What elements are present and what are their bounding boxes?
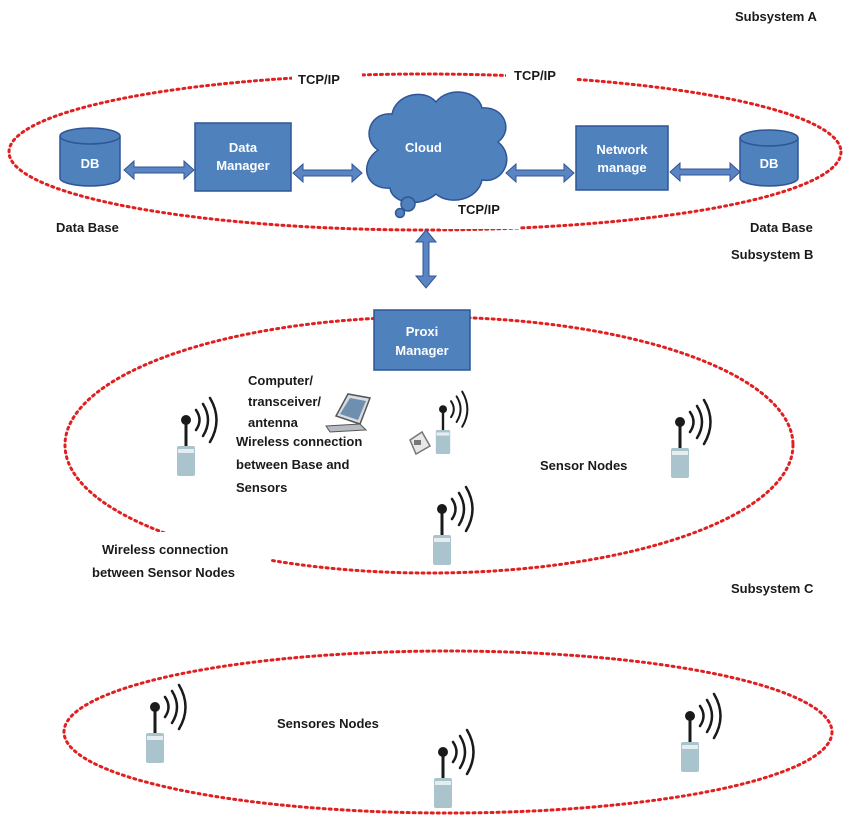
cloud-network-manager-arrow	[505, 162, 575, 184]
tcpip-label-cloud: TCP/IP	[458, 202, 500, 217]
left-db-label: DB	[81, 156, 100, 171]
network-manager-line1: Network	[596, 142, 648, 157]
sensor-node-icon	[431, 485, 474, 567]
sensor-node-icon	[679, 692, 722, 774]
data-manager-line1: Data	[229, 140, 258, 155]
network-manager-db-arrow	[669, 161, 741, 183]
right-database-icon: DB	[739, 129, 799, 187]
base-wireless-label: Wireless connection between Base and Sen…	[236, 434, 362, 495]
subsystem-c-boundary	[62, 649, 834, 815]
tcpip-label-right: TCP/IP	[514, 68, 556, 83]
cloud-label: Cloud	[405, 140, 442, 155]
subsystem-a-label: Subsystem A	[735, 9, 817, 24]
svg-text:Wireless connection: Wireless connection	[236, 434, 362, 449]
tcpip-label-left: TCP/IP	[298, 72, 340, 87]
computer-transceiver-icon	[325, 393, 372, 433]
subsystem-c-label: Subsystem C	[731, 581, 814, 596]
data-manager-block: Data Manager	[194, 122, 292, 192]
right-database-caption: Data Base	[750, 220, 813, 235]
subsystem-b-label: Subsystem B	[731, 247, 813, 262]
right-db-label: DB	[760, 156, 779, 171]
svg-text:transceiver/: transceiver/	[248, 394, 321, 409]
svg-text:Computer/: Computer/	[248, 373, 313, 388]
sensor-node-icon	[175, 396, 218, 478]
sensor-node-icon	[432, 728, 475, 810]
sensor-node-icon	[434, 390, 469, 456]
network-manager-block: Network manage	[575, 125, 669, 191]
sensor-node-icon	[144, 683, 187, 765]
antenna-icon	[409, 430, 432, 456]
cloud-proxi-manager-arrow	[414, 229, 438, 289]
svg-text:between Base and: between Base and	[236, 457, 349, 472]
db-data-manager-arrow	[123, 159, 195, 181]
subsystem-a-boundary	[7, 72, 843, 232]
svg-text:between Sensor Nodes: between Sensor Nodes	[92, 565, 235, 580]
network-manager-line2: manage	[597, 160, 646, 175]
sensor-node-icon	[669, 398, 712, 480]
data-manager-cloud-arrow	[292, 162, 363, 184]
svg-text:Sensors: Sensors	[236, 480, 287, 495]
sensor-nodes-label: Sensor Nodes	[540, 458, 627, 473]
left-database-icon: DB	[59, 127, 121, 187]
node-wireless-label: Wireless connection between Sensor Nodes	[92, 542, 235, 580]
cloud-icon: Cloud	[366, 91, 508, 219]
computer-label: Computer/ transceiver/ antenna	[248, 373, 321, 430]
svg-text:antenna: antenna	[248, 415, 299, 430]
left-database-caption: Data Base	[56, 220, 119, 235]
data-manager-line2: Manager	[216, 158, 269, 173]
proxi-manager-line2: Manager	[395, 343, 448, 358]
sensores-nodes-label: Sensores Nodes	[277, 716, 379, 731]
proxi-manager-block: Proxi Manager	[373, 309, 471, 371]
svg-text:Wireless connection: Wireless connection	[102, 542, 228, 557]
proxi-manager-line1: Proxi	[406, 324, 439, 339]
